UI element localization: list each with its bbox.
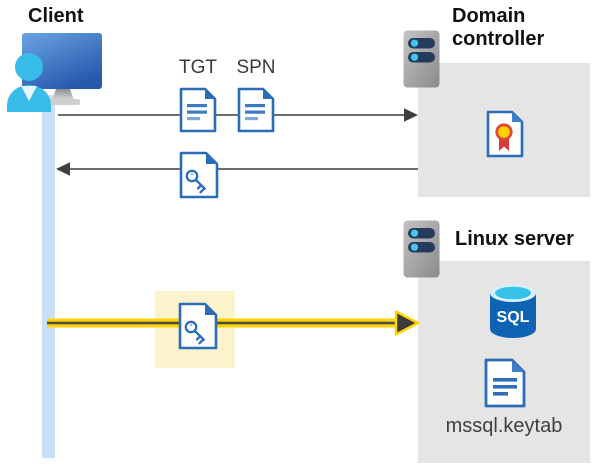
user-icon xyxy=(7,53,51,112)
key-ticket-icon xyxy=(179,151,219,199)
client-label: Client xyxy=(28,5,84,27)
ticket-response-arrow xyxy=(56,162,418,176)
certificate-icon xyxy=(486,110,524,158)
sql-icon-label: SQL xyxy=(497,309,530,326)
tgt-document-icon xyxy=(179,87,217,133)
spn-document-icon xyxy=(237,87,275,133)
client-icon xyxy=(7,33,102,112)
domain-controller-label: Domain controller xyxy=(452,5,545,50)
keytab-file-icon xyxy=(484,358,526,408)
sql-database-icon: SQL xyxy=(490,284,536,338)
monitor-icon xyxy=(22,33,102,105)
linux-server-icon xyxy=(403,220,440,278)
keytab-ticket-icon xyxy=(178,302,218,350)
keytab-file-label: mssql.keytab xyxy=(445,415,563,437)
linux-server-label: Linux server xyxy=(455,228,574,250)
tgt-label: TGT xyxy=(179,57,217,78)
spn-label: SPN xyxy=(236,57,276,78)
domain-controller-server-icon xyxy=(403,30,440,88)
client-lifeline xyxy=(42,95,55,458)
monitor-stand xyxy=(52,89,74,100)
